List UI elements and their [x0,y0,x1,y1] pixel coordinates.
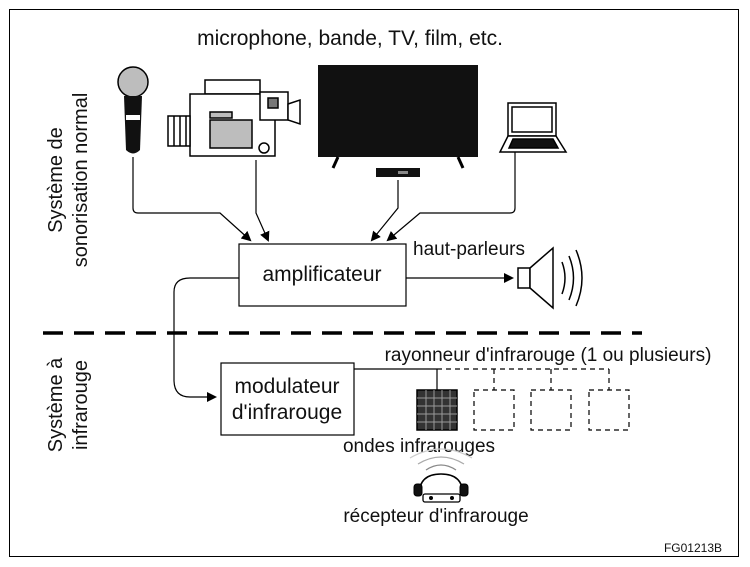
receiver-label: récepteur d'infrarouge [343,506,528,527]
figure-code: FG01213B [664,541,722,555]
speakers-label: haut-parleurs [413,239,525,260]
modulator-connector [173,277,239,402]
modulator-label-line2: d'infrarouge [232,401,342,424]
amplifier-box: amplificateur [238,243,407,307]
ir-receiver-icon [409,448,473,503]
camcorder-icon [167,79,301,157]
section-label-ir-line1: Système à [45,357,67,452]
modulator-label-line1: modulateur [234,375,339,398]
section-label-normal-line2: sonorisation normal [70,93,92,268]
radiator-wiring [354,368,438,390]
optional-radiator-wiring [437,368,610,390]
microphone-icon [117,66,149,154]
sources-title: microphone, bande, TV, film, etc. [197,27,503,50]
section-label-normal-line1: Système de [45,127,67,233]
ir-radiator-icon [416,389,458,431]
section-label-ir-line2: infrarouge [70,360,92,450]
laptop-icon [498,102,568,153]
optional-radiator-icon [473,389,630,431]
diagram-frame [9,9,739,557]
source-connectors [132,152,516,242]
modulator-box: modulateur d'infrarouge [220,362,355,436]
speaker-icon [517,246,583,310]
amplifier-label: amplificateur [262,263,381,286]
television-icon [318,65,478,177]
radiator-label: rayonneur d'infrarouge (1 ou plusieurs) [385,345,712,366]
